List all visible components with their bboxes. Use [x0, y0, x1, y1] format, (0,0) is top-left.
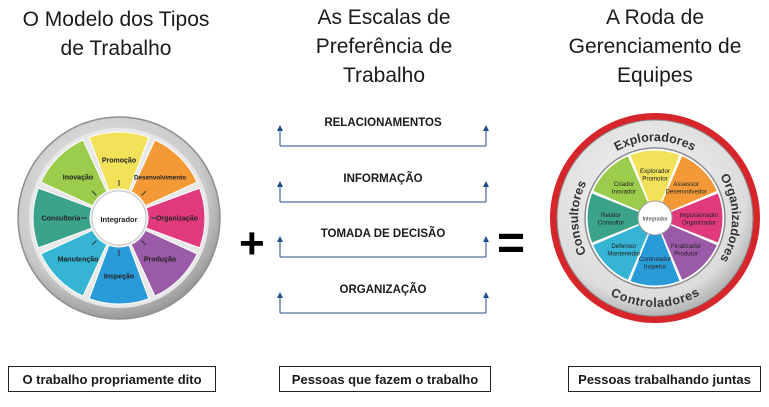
title-line: As Escalas de [317, 6, 451, 29]
scale-label: TOMADA DE DECISÃO [320, 228, 446, 240]
segment-inspecao [88, 244, 150, 305]
team-integrator-label: Integrador [642, 217, 667, 223]
title-line: Preferência de [315, 35, 453, 58]
segment-label: Inovação [63, 174, 93, 181]
scale-bracket [277, 236, 489, 258]
caption-work-itself: O trabalho propriamente dito [8, 366, 216, 392]
segment-label: Manutenção [58, 257, 99, 264]
title-line: Equipes [617, 64, 693, 87]
segment-consultoria [32, 187, 93, 249]
title-line: A Roda de [605, 6, 705, 29]
scale-bracket [277, 125, 489, 147]
scale-relationships: RELACIONAMENTOS [277, 117, 489, 147]
title-line: Trabalho [342, 64, 426, 87]
scale-bracket [277, 181, 489, 203]
title-line: de Trabalho [60, 37, 172, 60]
arrow-marker [141, 240, 147, 246]
segment-label: Desenvolvimento [134, 174, 186, 181]
title-work-types: O Modelo dos Tipos de Trabalho [0, 5, 232, 63]
segment-promocao [88, 131, 150, 192]
segment-desenvolvimento [130, 139, 198, 207]
title-line: O Modelo dos Tipos [22, 8, 210, 31]
segment-label: Inspeção [104, 274, 134, 281]
arrow-marker [91, 190, 97, 196]
title-preference-scales: As Escalas de Preferência de Trabalho [270, 3, 498, 90]
scale-organization: ORGANIZAÇÃO [277, 284, 489, 314]
integrator-label: Integrador [100, 215, 137, 224]
scale-label: RELACIONAMENTOS [324, 117, 442, 129]
team-management-wheel: Exploradores Organizadores Controladores… [550, 113, 760, 323]
arrow-marker [91, 240, 97, 246]
arrow-marker [141, 190, 147, 196]
work-types-wheel: Integrador PromoçãoDesenvolvimentoOrgani… [17, 116, 221, 320]
title-line: Gerenciamento de [568, 35, 742, 58]
team-integrator-hub [637, 200, 673, 236]
scale-decision-making: TOMADA DE DECISÃO [277, 228, 489, 258]
equals-sign: = [497, 217, 526, 270]
segment-label: Consultoria [42, 216, 81, 223]
segment-label: Organização [156, 216, 198, 223]
segment-organizacao [145, 187, 206, 249]
scale-label: INFORMAÇÃO [343, 173, 423, 185]
segment-label: Promoção [102, 158, 136, 165]
segment-manutencao [40, 229, 108, 297]
caption-people-doing-work: Pessoas que fazem o trabalho [279, 366, 491, 392]
segment-inovacao [40, 139, 108, 207]
plus-sign: + [239, 219, 265, 268]
scale-bracket [277, 292, 489, 314]
ring-label-consultores: Consultores [567, 178, 589, 257]
scale-label: ORGANIZAÇÃO [339, 284, 427, 296]
caption-people-working-together: Pessoas trabalhando juntas [568, 366, 761, 392]
scale-information: INFORMAÇÃO [277, 173, 489, 203]
title-team-wheel: A Roda de Gerenciamento de Equipes [540, 3, 769, 90]
segment-producao [130, 229, 198, 297]
integrator-hub [91, 190, 147, 246]
segment-label: Produção [144, 257, 176, 264]
